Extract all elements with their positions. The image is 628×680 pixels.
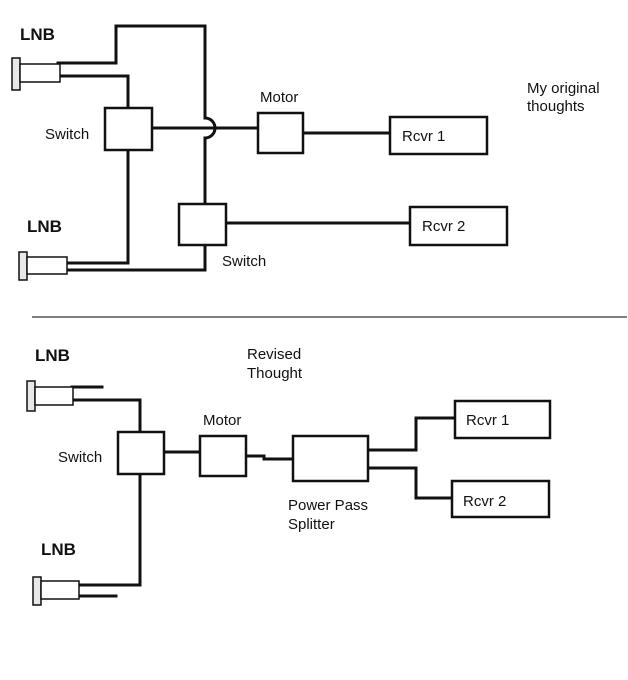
bottom-rcvr2-box — [450, 479, 551, 519]
lnb-body — [34, 386, 74, 406]
top-lnb1-wire-to-switch1 — [56, 74, 130, 110]
bottom-switch-label: Switch — [58, 449, 102, 466]
top-diagram: LNB LNB Switch Switch Motor Rcvr 1 Rcvr … — [11, 24, 600, 281]
lnb-body — [40, 580, 80, 600]
top-switch2-box — [177, 202, 228, 247]
bottom-motor-box — [198, 434, 248, 478]
bottom-lnb1-label: LNB — [35, 346, 70, 365]
top-lnb2-label: LNB — [27, 217, 62, 236]
lnb-dish-flange — [26, 380, 36, 412]
top-lnb1-wire-to-switch2 — [56, 24, 207, 120]
top-switch1-to-lnb2 — [64, 148, 130, 265]
bottom-splitter-box — [291, 434, 370, 483]
top-rcvr1-label: Rcvr 1 — [402, 128, 445, 145]
lnb-dish-flange — [32, 576, 42, 606]
bottom-lnb1-to-switch — [70, 398, 142, 434]
bottom-note-line2: Thought — [247, 365, 303, 382]
top-note-line1: My original — [527, 80, 600, 97]
top-switch2-label: Switch — [222, 253, 266, 270]
bottom-rcvr1-box — [453, 399, 552, 440]
lnb-dish-flange — [11, 57, 21, 91]
bottom-diagram: LNB LNB Switch Motor Power Pass Splitter… — [26, 346, 552, 606]
lnb-body — [19, 63, 61, 83]
top-motor-label: Motor — [260, 89, 298, 106]
bottom-switch-box — [116, 430, 166, 476]
bottom-lnb2 — [32, 576, 80, 606]
top-rcvr1-box — [388, 115, 489, 156]
bottom-note-line1: Revised — [247, 346, 301, 363]
top-lnb1 — [11, 57, 61, 91]
top-lnb1-label: LNB — [20, 25, 55, 44]
bottom-rcvr2-label: Rcvr 2 — [463, 493, 506, 510]
bottom-splitter-to-rcvr2 — [366, 466, 454, 500]
top-lnb2 — [18, 251, 68, 281]
bottom-splitter-label-line1: Power Pass — [288, 497, 368, 514]
bottom-rcvr1-label: Rcvr 1 — [466, 412, 509, 429]
top-rcvr2-label: Rcvr 2 — [422, 218, 465, 235]
bottom-splitter-label-line2: Splitter — [288, 516, 335, 533]
top-note-line2: thoughts — [527, 98, 585, 115]
bottom-splitter-to-rcvr1 — [366, 416, 457, 452]
top-switch1-label: Switch — [45, 126, 89, 143]
bottom-switch-to-lnb2 — [76, 472, 142, 587]
top-switch2-to-lnb2 — [64, 243, 207, 272]
lnb-body — [26, 256, 68, 275]
bottom-motor-to-splitter — [244, 454, 295, 461]
top-switch1-box — [103, 106, 154, 152]
top-motor-box — [256, 111, 305, 155]
bottom-lnb2-label: LNB — [41, 540, 76, 559]
bottom-motor-label: Motor — [203, 412, 241, 429]
lnb-dish-flange — [18, 251, 28, 281]
bottom-lnb1 — [26, 380, 74, 412]
top-rcvr2-box — [408, 205, 509, 247]
